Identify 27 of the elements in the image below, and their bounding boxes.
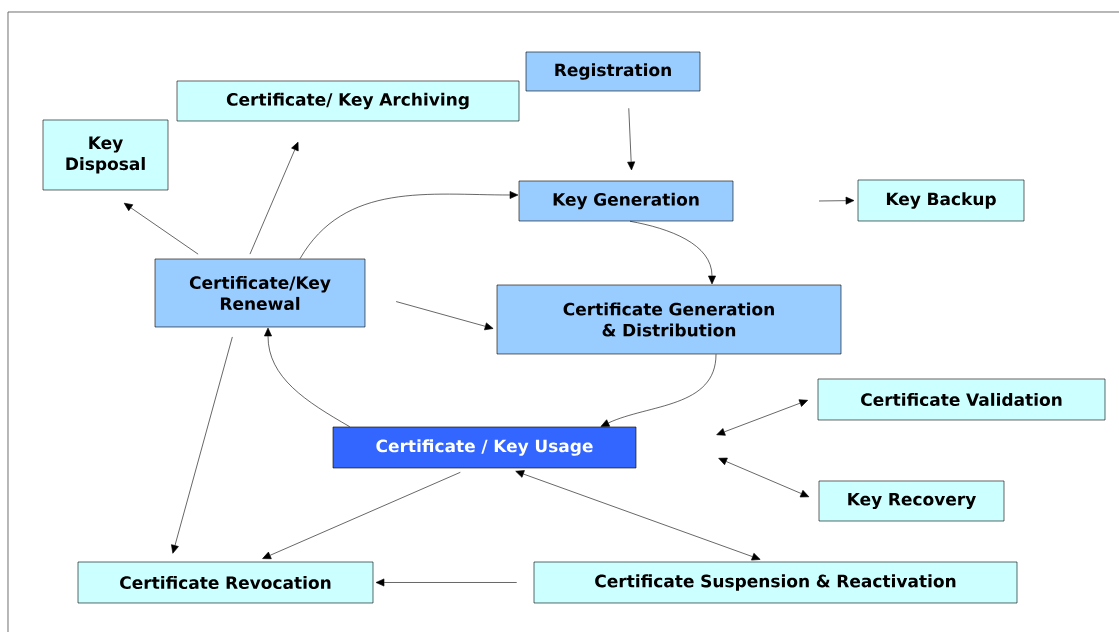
process-box: Certificate/Key Renewal xyxy=(154,258,366,328)
arrow xyxy=(249,141,299,255)
arrow xyxy=(264,327,350,427)
arrow xyxy=(375,578,517,587)
arrow xyxy=(515,470,761,561)
process-box: Registration xyxy=(525,51,701,92)
process-box: Key Generation xyxy=(518,180,734,222)
arrow xyxy=(262,472,461,560)
arrow xyxy=(718,457,810,498)
arrow xyxy=(395,301,494,331)
arrow xyxy=(627,108,636,171)
arrow xyxy=(600,354,717,427)
process-box: Key Disposal xyxy=(42,119,169,191)
arrow xyxy=(299,191,519,259)
process-box: Certificate Suspension & Reactivation xyxy=(533,561,1018,604)
arrow xyxy=(171,336,233,554)
arrow xyxy=(818,196,855,205)
process-box: Certificate Generation & Distribution xyxy=(496,284,842,355)
process-box: Certificate Revocation xyxy=(77,561,374,604)
arrow xyxy=(716,399,808,436)
process-box: Key Backup xyxy=(857,179,1025,222)
arrow xyxy=(123,202,199,255)
process-box: Certificate Validation xyxy=(817,378,1106,421)
process-box: Certificate/ Key Archiving xyxy=(176,80,520,122)
process-box: Key Recovery xyxy=(818,480,1005,522)
arrow xyxy=(629,221,716,285)
process-box: Certificate / Key Usage xyxy=(332,426,637,469)
